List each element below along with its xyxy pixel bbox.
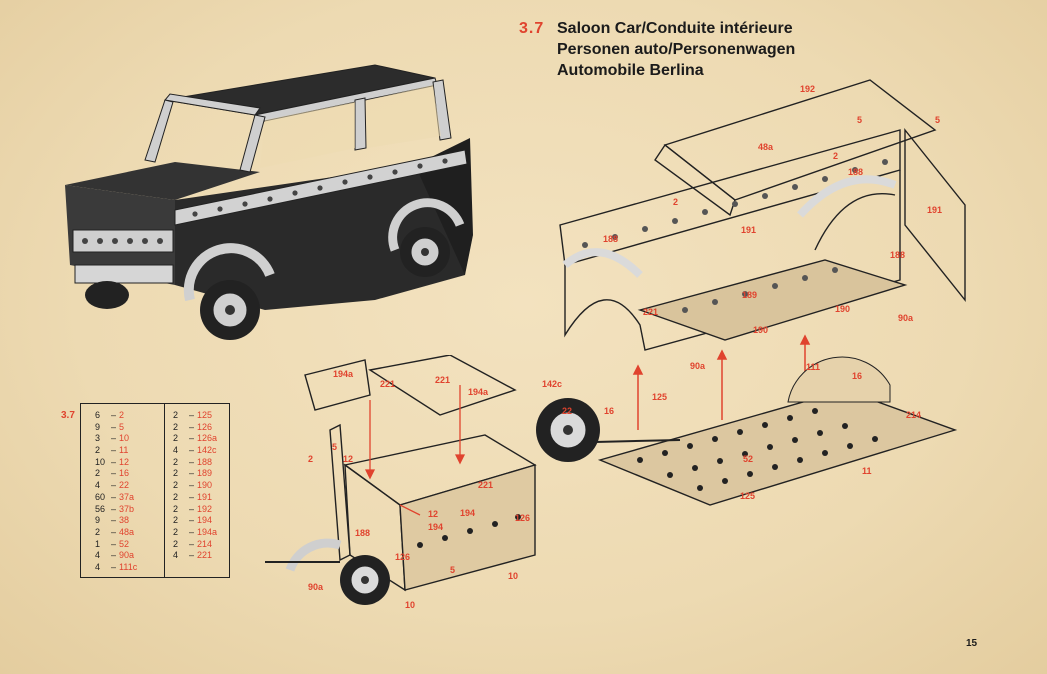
parts-row: 2–188 [173, 456, 213, 467]
label-221-right: 221 [435, 375, 450, 385]
label-191-rear: 191 [927, 205, 942, 215]
label-12-mid: 12 [428, 509, 438, 519]
label-2-side: 2 [673, 197, 678, 207]
label-221-left: 221 [380, 379, 395, 389]
parts-row: 2–189 [173, 468, 213, 479]
label-189: 189 [742, 290, 757, 300]
model-number: 3.7 [519, 20, 545, 37]
label-5-bottom: 5 [450, 565, 455, 575]
label-90a-front: 90a [690, 361, 706, 371]
parts-list-table: 6–2 9–5 3–10 2–11 10–12 2–16 4–22 60–37a… [80, 403, 230, 578]
parts-row: 2–16 [95, 468, 130, 479]
parts-row: 10–12 [95, 456, 130, 467]
label-194-lower: 194 [428, 522, 443, 532]
label-221-body: 221 [643, 307, 658, 317]
parts-row: 2–11 [95, 445, 129, 456]
parts-row: 2–126 [173, 421, 213, 432]
front-assembly-exploded-view: 194a 221 221 194a 5 12 2 221 194 12 194 … [265, 355, 537, 610]
parts-row: 2–191 [173, 491, 213, 502]
label-90a-front: 90a [308, 582, 324, 592]
label-11: 11 [862, 466, 872, 476]
label-142c: 142c [542, 379, 562, 389]
label-111: 111 [806, 362, 820, 372]
label-192: 192 [800, 84, 815, 94]
parts-list-right-column: 2–125 2–126 2–126a 4–142c 2–188 2–189 2–… [173, 410, 217, 562]
body-exploded-view: 192 5 5 48a 2 188 2 191 188 191 188 189 … [559, 79, 966, 371]
parts-row: 2–214 [173, 538, 213, 549]
label-221-front: 221 [478, 480, 493, 490]
chassis-exploded-view: 142c 22 16 125 52 111 16 214 11 125 [536, 334, 958, 506]
label-214: 214 [906, 410, 921, 420]
label-188-front: 188 [355, 528, 370, 538]
label-5-roof: 5 [857, 115, 862, 125]
label-191-side: 191 [741, 225, 756, 235]
parts-row: 4–22 [95, 480, 130, 491]
label-48a: 48a [758, 142, 774, 152]
parts-row: 56–37b [95, 503, 135, 514]
label-126-left: 126 [395, 552, 410, 562]
label-188-arch: 188 [890, 250, 905, 260]
label-16-wheel: 16 [604, 406, 614, 416]
parts-row: 9–5 [95, 421, 125, 432]
parts-list-model-number: 3.7 [61, 410, 75, 421]
page-number: 15 [966, 638, 978, 649]
label-188-rear: 188 [848, 167, 863, 177]
label-190-right: 190 [835, 304, 850, 314]
label-16-rear: 16 [852, 371, 862, 381]
label-90a-rear: 90a [898, 313, 914, 323]
parts-row: 3–10 [95, 433, 130, 444]
parts-row: 1–52 [95, 538, 130, 549]
parts-row: 9–38 [95, 515, 130, 526]
parts-row: 2–192 [173, 503, 213, 514]
parts-row: 60–37a [95, 491, 135, 502]
label-2-front: 2 [308, 454, 313, 464]
parts-row: 6–2 [95, 410, 125, 420]
parts-row: 4–221 [173, 550, 213, 561]
parts-row: 2–194 [173, 515, 213, 526]
parts-row: 2–125 [173, 410, 213, 420]
parts-list-left-column: 6–2 9–5 3–10 2–11 10–12 2–16 4–22 60–37a… [95, 410, 137, 574]
parts-row: 2–126a [173, 433, 218, 444]
label-22: 22 [562, 406, 572, 416]
label-125-bottom: 125 [740, 491, 755, 501]
parts-row: 2–194a [173, 526, 218, 537]
label-190-left: 190 [753, 325, 768, 335]
parts-row: 4–142c [173, 445, 217, 456]
assembled-car-illustration [65, 64, 473, 340]
label-12-top: 12 [343, 454, 353, 464]
parts-row: 4–111c [95, 561, 138, 572]
label-125-top: 125 [652, 392, 667, 402]
title-english-french: Saloon Car/Conduite intérieure [557, 20, 793, 37]
label-188-front: 188 [603, 234, 618, 244]
label-2-roof: 2 [833, 151, 838, 161]
parts-list-divider [164, 404, 165, 577]
label-5-side: 5 [332, 442, 337, 452]
label-10-left: 10 [405, 600, 415, 610]
label-194-upper: 194 [460, 508, 475, 518]
label-194a-left: 194a [333, 369, 354, 379]
parts-row: 2–48a [95, 526, 135, 537]
parts-row: 4–90a [95, 550, 135, 561]
title-italian: Automobile Berlina [557, 62, 704, 79]
label-5-top: 5 [935, 115, 940, 125]
label-52: 52 [743, 454, 753, 464]
label-126-right: 126 [515, 513, 530, 523]
label-10-right: 10 [508, 571, 518, 581]
parts-row: 2–190 [173, 480, 213, 491]
label-194a-right: 194a [468, 387, 489, 397]
title-dutch-german: Personen auto/Personenwagen [557, 41, 796, 58]
